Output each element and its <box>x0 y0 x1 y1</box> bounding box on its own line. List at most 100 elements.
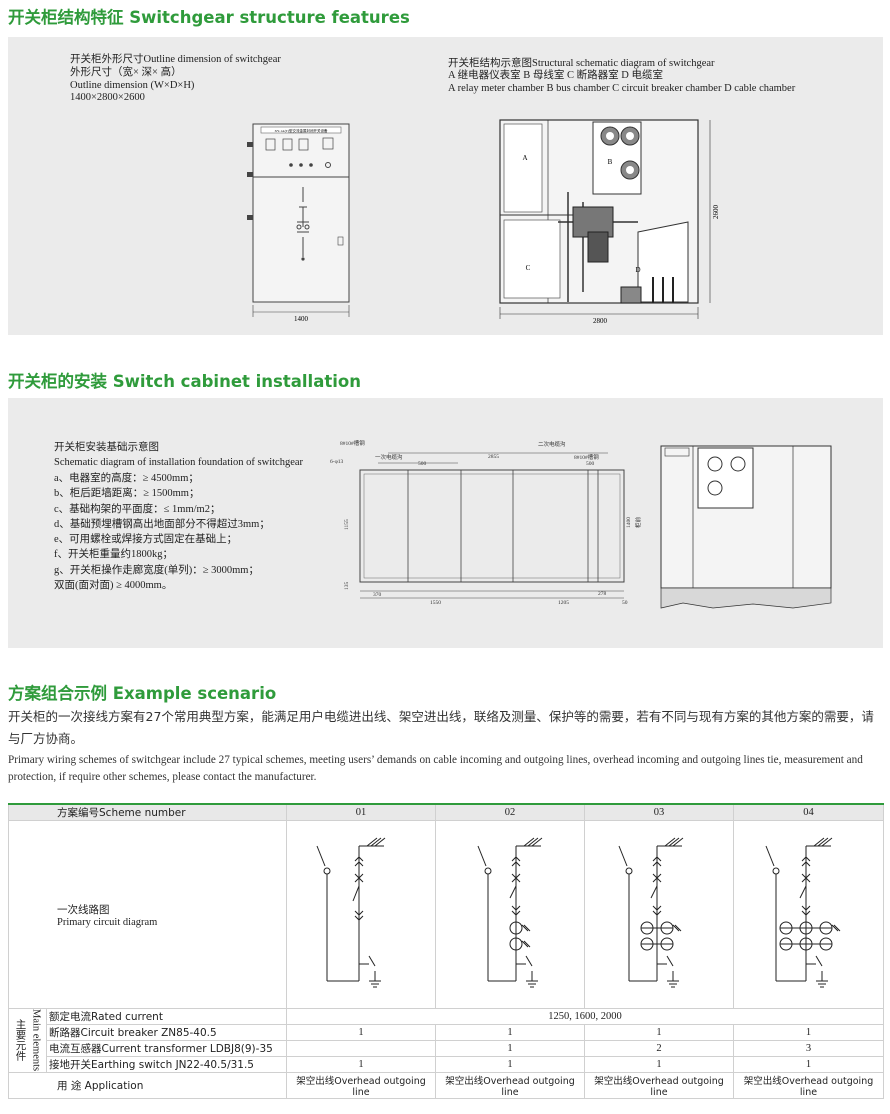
application-02: 架空出线Overhead outgoing line <box>435 1072 585 1099</box>
earthing-03: 1 <box>584 1056 734 1073</box>
dim-1550: 1550 <box>430 600 441 606</box>
earthing-04: 1 <box>733 1056 884 1073</box>
chamber-c-label: C <box>526 264 531 272</box>
dim-1400: 1400 <box>626 517 632 528</box>
install-item-f: f、开关柜重量约1800kg； <box>54 549 173 560</box>
dim-1155: 1155 <box>344 519 350 530</box>
dim-2855: 2855 <box>488 454 499 460</box>
install-item-a: a、电器室的高度：≥ 4500mm； <box>54 473 199 484</box>
install-item-e: e、可用螺栓或焊接方式固定在基础上； <box>54 534 238 545</box>
channel-label-1: 8#10#槽钢 <box>340 439 365 447</box>
structural-line-2: A 继电器仪表室 B 母线室 C 断路器室 D 电缆室 <box>448 70 663 81</box>
diagram-04 <box>733 820 884 1009</box>
example-section-title: 方案组合示例 Example scenario <box>8 684 277 703</box>
install-section-title: 开关柜的安装 Switch cabinet installation <box>8 372 361 391</box>
dim-278: 278 <box>598 591 607 597</box>
circuit-diagram-04 <box>765 837 841 987</box>
dim-370: 370 <box>373 592 382 598</box>
install-item-c: c、基础构架的平面度：≤ 1mm/m2； <box>54 504 221 515</box>
diagram-03 <box>584 820 734 1009</box>
channel-label-2: 8#10#槽钢 <box>574 453 599 461</box>
main-elements-cell: 主要元件 Main elements <box>8 1008 47 1073</box>
chamber-b-label: B <box>608 158 613 166</box>
scheme-01-header: 01 <box>286 803 436 821</box>
outline-line-1: 开关柜外形尺寸Outline dimension of switchgear <box>70 54 281 65</box>
panel-nameplate: XY-1A(T)型交流金属封闭开关设备 <box>274 128 328 133</box>
example-paragraph-cn: 开关柜的一次接线方案有27个常用典型方案，能满足用户电缆进出线、架空进出线，联络… <box>8 709 874 746</box>
structure-section-title: 开关柜结构特征 Switchgear structure features <box>8 8 410 27</box>
dim-50: 50 <box>622 600 628 606</box>
install-item-d: d、基础预埋槽钢高出地面部分不得超过3mm； <box>54 519 270 530</box>
breaker-01: 1 <box>286 1024 436 1041</box>
scheme-number-label: 方案编号Scheme number <box>8 803 287 821</box>
install-panel: 开关柜安装基础示意图 Schematic diagram of installa… <box>8 398 883 648</box>
outline-line-2: 外形尺寸（宽× 深× 高） <box>70 67 182 78</box>
diagram-label-cell: 一次线路图 Primary circuit diagram <box>8 820 287 1009</box>
scheme-04-header: 04 <box>733 803 884 821</box>
earthing-label: 接地开关Earthing switch JN22-40.5/31.5 <box>46 1056 287 1073</box>
main-elements-cn: 主要元件 <box>14 1019 27 1062</box>
dim-135: 135 <box>344 582 350 591</box>
scheme-03-header: 03 <box>584 803 734 821</box>
application-04: 架空出线Overhead outgoing line <box>733 1072 884 1099</box>
structural-line-1: 开关柜结构示意图Structural schematic diagram of … <box>448 58 715 69</box>
install-item-b: b、柜后距墙距离：≥ 1500mm； <box>54 488 200 499</box>
ct-row: 电流互感器Current transformer LDBJ8(9)-35 1 2… <box>9 1040 884 1057</box>
breaker-04: 1 <box>733 1024 884 1041</box>
ct-03: 2 <box>584 1040 734 1057</box>
circuit-diagram-01 <box>316 837 386 987</box>
ct-01 <box>286 1040 436 1057</box>
application-03: 架空出线Overhead outgoing line <box>584 1072 734 1099</box>
install-title-en: Schematic diagram of installation founda… <box>54 457 304 468</box>
earthing-02: 1 <box>435 1056 585 1073</box>
install-item-double: 双面(面对面) ≥ 4000mm。 <box>54 580 173 591</box>
circuit-diagram-02 <box>477 837 543 987</box>
breaker-02: 1 <box>435 1024 585 1041</box>
rated-current-label: 额定电流Rated current <box>46 1008 287 1025</box>
breaker-label: 断路器Circuit breaker ZN85-40.5 <box>46 1024 287 1041</box>
breaker-row: 断路器Circuit breaker ZN85-40.5 1 1 1 1 <box>9 1024 884 1041</box>
dim-500-a: 500 <box>418 461 427 467</box>
application-01: 架空出线Overhead outgoing line <box>286 1072 436 1099</box>
diagram-02 <box>435 820 585 1009</box>
diagram-01 <box>286 820 436 1009</box>
front-width-label: 1400 <box>294 315 309 323</box>
rated-current-value: 1250, 1600, 2000 <box>286 1008 884 1025</box>
diagram-row: 一次线路图 Primary circuit diagram <box>8 820 884 1009</box>
install-title-cn: 开关柜安装基础示意图 <box>54 442 159 453</box>
chamber-d-label: D <box>635 266 640 274</box>
scheme-02-header: 02 <box>435 803 585 821</box>
secondary-duct-label: 二次电缆沟 <box>538 440 566 448</box>
main-elements-en: Main elements <box>30 1009 42 1072</box>
application-label: 用 途 Application <box>8 1072 287 1099</box>
application-row: 用 途 Application 架空出线Overhead outgoing li… <box>8 1072 884 1099</box>
diagram-label-cn: 一次线路图 <box>57 903 110 916</box>
circuit-diagram-03 <box>618 837 684 987</box>
table-header-row: 方案编号Scheme number 01 02 03 04 <box>8 803 884 821</box>
earthing-row: 接地开关Earthing switch JN22-40.5/31.5 1 1 1… <box>9 1056 884 1073</box>
primary-duct-label: 一次电缆沟 <box>375 453 403 461</box>
foundation-side-drawing <box>660 445 832 609</box>
switchgear-front-view: XY-1A(T)型交流金属封闭开关设备 1400 <box>247 123 350 323</box>
ct-04: 3 <box>733 1040 884 1057</box>
outline-line-4: 1400×2800×2600 <box>70 92 145 103</box>
outline-line-3: Outline dimension (W×D×H) <box>70 80 195 91</box>
dim-1205: 1205 <box>558 600 569 606</box>
scheme-table: 方案编号Scheme number 01 02 03 04 一次线路图 Prim… <box>8 803 884 1099</box>
earthing-01: 1 <box>286 1056 436 1073</box>
ct-label: 电流互感器Current transformer LDBJ8(9)-35 <box>46 1040 287 1057</box>
structure-panel: 开关柜外形尺寸Outline dimension of switchgear 外… <box>8 37 883 335</box>
bolt-label: 6-φ13 <box>330 459 344 465</box>
side-depth-label: 2800 <box>593 317 608 325</box>
breaker-03: 1 <box>584 1024 734 1041</box>
structural-line-3: A relay meter chamber B bus chamber C ci… <box>448 83 796 94</box>
diagram-label-en: Primary circuit diagram <box>57 916 158 928</box>
switchgear-side-schematic: A B C D 2800 2600 <box>499 119 720 325</box>
front-label: 柜前 <box>634 516 642 528</box>
ct-02: 1 <box>435 1040 585 1057</box>
example-paragraph-en: Primary wiring schemes of switchgear inc… <box>8 754 863 783</box>
dim-500-b: 500 <box>586 461 595 467</box>
install-item-g: g、开关柜操作走廊宽度(单列)：≥ 3000mm； <box>54 565 259 576</box>
chamber-a-label: A <box>522 154 527 162</box>
side-height-label: 2600 <box>712 205 720 220</box>
